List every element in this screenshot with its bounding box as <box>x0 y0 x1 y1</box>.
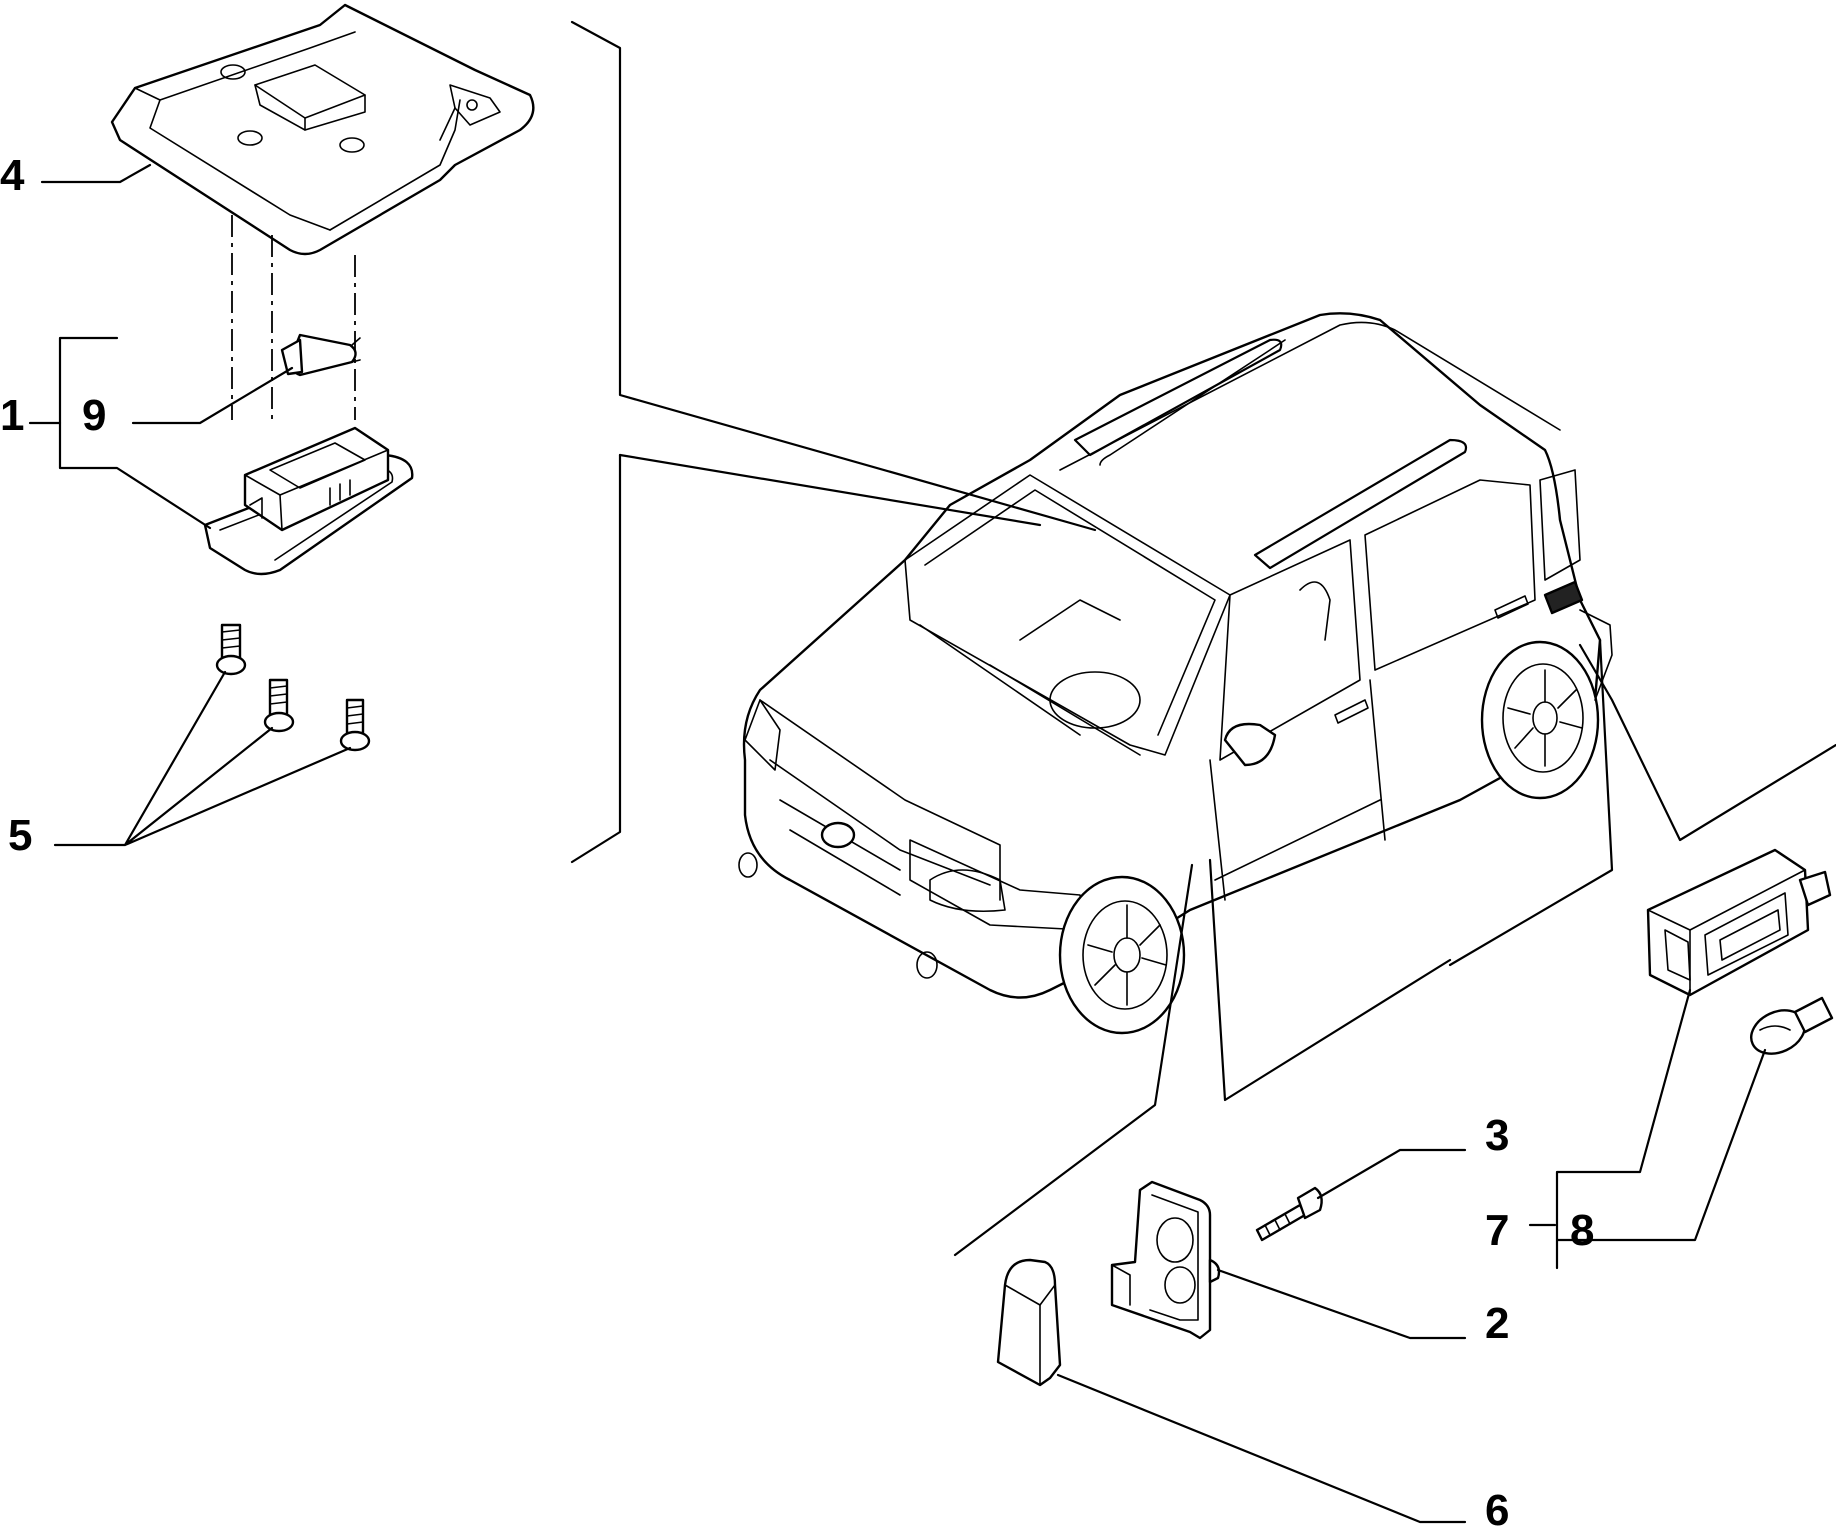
callout-6: 6 <box>1485 1486 1509 1527</box>
screw-a <box>215 623 247 676</box>
part-1-lamp-unit <box>203 426 414 576</box>
part-5-screws <box>215 623 371 752</box>
rear-wheel <box>1480 640 1600 800</box>
screw-c <box>339 698 371 752</box>
callout-4: 4 <box>0 151 25 200</box>
screw-b <box>263 678 295 733</box>
part-2-bracket <box>1110 1180 1221 1340</box>
callout-3: 3 <box>1485 1111 1509 1160</box>
callout-7: 7 <box>1485 1206 1509 1255</box>
part-7-side-lamp <box>1646 848 1832 997</box>
car-illustration <box>738 312 1613 1035</box>
callout-1: 1 <box>0 391 24 440</box>
part-4-lamp-housing <box>110 3 535 256</box>
callout-9: 9 <box>82 391 106 440</box>
part-8-wedge-bulb <box>1750 996 1834 1055</box>
callout-2: 2 <box>1485 1299 1509 1348</box>
leader-lines <box>570 20 1836 1257</box>
callout-5: 5 <box>8 811 32 860</box>
part-3-screw <box>1255 1186 1323 1242</box>
callout-numbers: 4 1 9 5 3 2 6 7 8 <box>0 151 1594 1527</box>
part-9-festoon-bulb <box>280 333 361 377</box>
part-6-lens-cover <box>996 1258 1062 1387</box>
callout-leaders <box>28 163 1767 1524</box>
callout-8: 8 <box>1570 1206 1594 1255</box>
assembly-axes <box>231 215 356 420</box>
front-wheel <box>1058 875 1186 1035</box>
